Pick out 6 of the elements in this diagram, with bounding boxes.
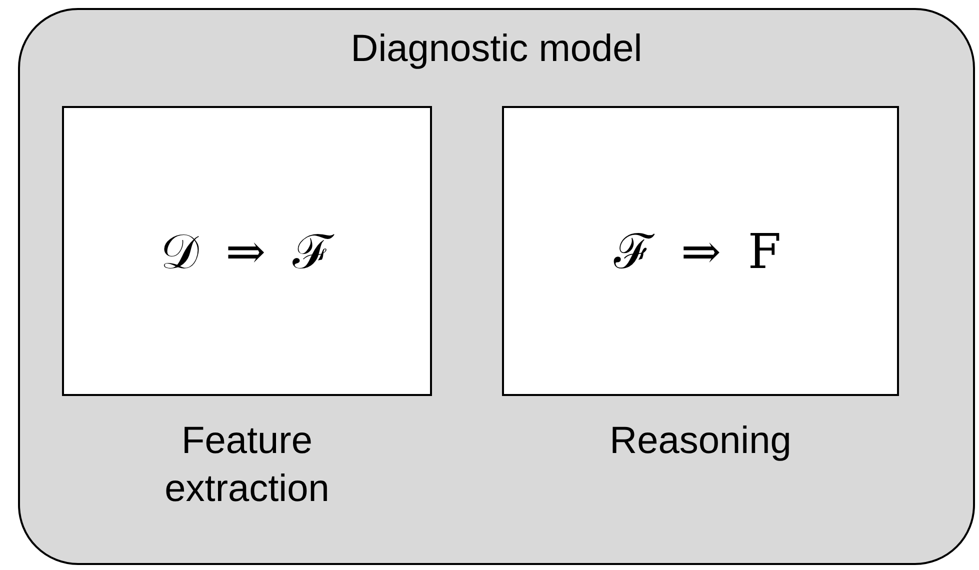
group-title: Diagnostic model [350,28,644,71]
formula: ℱ ⇒ F [612,223,788,282]
group-panel [18,8,975,565]
formula: 𝒟 ⇒ ℱ [160,223,336,282]
node-label: Reasoning [608,419,792,464]
node-label: Feature extraction [164,419,330,512]
